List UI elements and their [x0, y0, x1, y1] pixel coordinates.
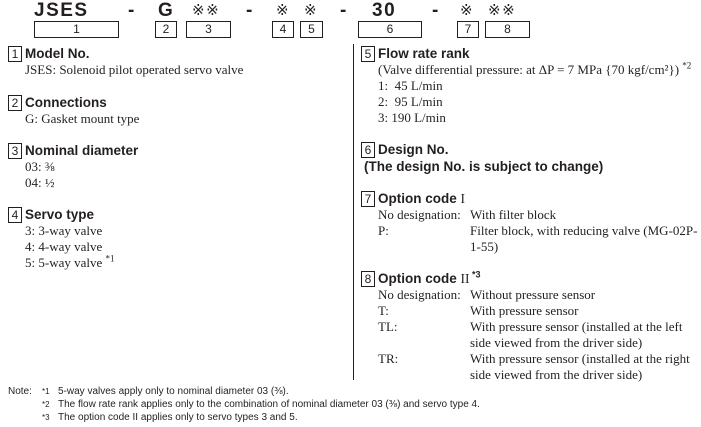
option-key: TR:: [378, 351, 399, 366]
section-number-badge: 1: [8, 45, 22, 62]
code-number-box: 1: [34, 21, 119, 38]
roman-numeral: II: [460, 270, 470, 286]
option-row: T: With pressure sensor: [361, 303, 701, 319]
code-segment-flow-rate: ※: [304, 2, 319, 19]
code-segment-servo-type: ※: [276, 2, 291, 19]
note-mark: *1: [42, 387, 50, 396]
section-number-badge: 7: [361, 190, 375, 207]
section-line-text: 5: 5-way valve: [25, 255, 103, 270]
section-title: Option code I: [378, 191, 465, 207]
note-text: 5-way valves apply only to nominal diame…: [58, 386, 289, 397]
code-number-box: 7: [457, 21, 479, 38]
footnote: Note: *1 5-way valves apply only to nomina…: [8, 385, 480, 398]
note-mark: *2: [42, 400, 50, 409]
code-segment-connections: G: [158, 0, 175, 21]
section-number-badge: 8: [361, 270, 375, 287]
code-number-box: 8: [485, 21, 530, 38]
section-line: JSES: Solenoid pilot operated servo valv…: [25, 62, 244, 77]
option-key: T:: [378, 303, 389, 318]
option-value: Without pressure sensor: [470, 287, 596, 302]
code-dash: -: [128, 0, 135, 21]
footnote: *3 The option code II applies only to ser…: [8, 411, 480, 424]
section-title: Connections: [25, 94, 107, 110]
section-line: 2: 95 L/min: [378, 94, 443, 109]
code-dash: -: [432, 0, 439, 21]
note-label: Note:: [8, 386, 32, 397]
note-mark: *3: [469, 269, 481, 279]
note-mark: *3: [42, 413, 50, 422]
section-line: G: Gasket mount type: [25, 111, 140, 126]
option-key: No designation:: [378, 287, 461, 302]
section-line: 03: ⅜: [25, 159, 55, 174]
section-title-text: Option code: [378, 190, 461, 206]
section-line: 3: 3-way valve: [25, 223, 103, 238]
section-number-badge: 2: [8, 94, 22, 111]
section-title: Option code II *3: [378, 269, 481, 287]
option-value: With pressure sensor (installed at the l…: [470, 319, 683, 350]
option-key: P:: [378, 223, 389, 238]
option-row: P: Filter block, with reducing valve (MG-…: [361, 223, 701, 255]
option-value: Filter block, with reducing valve (MG-02…: [470, 223, 698, 254]
option-row: No designation: With filter block: [361, 207, 701, 223]
code-segment-diameter: ※※: [192, 2, 221, 19]
code-number-box: 6: [358, 21, 422, 38]
section-line: 04: ½: [25, 175, 55, 190]
code-segment-design: 30: [372, 0, 397, 21]
code-segment-option-1: ※: [460, 2, 475, 19]
note-text: The option code II applies only to servo…: [58, 412, 298, 423]
section-number-badge: 5: [361, 45, 375, 62]
section-title: Design No.: [378, 141, 449, 157]
option-row: TL: With pressure sensor (installed at th…: [361, 319, 701, 351]
code-dash: -: [246, 0, 253, 21]
section-number-badge: 3: [8, 142, 22, 159]
code-number-box: 5: [300, 21, 323, 38]
code-segment-option-2: ※※: [488, 2, 517, 19]
option-value: With pressure sensor (installed at the r…: [470, 351, 690, 382]
section-title: Servo type: [25, 206, 95, 222]
footnotes: Note: *1 5-way valves apply only to nomina…: [8, 385, 480, 424]
option-value: With filter block: [470, 207, 557, 222]
option-key: TL:: [378, 319, 398, 334]
section-number-badge: 6: [361, 141, 375, 158]
code-dash: -: [340, 0, 347, 21]
section-line: 1: 45 L/min: [378, 78, 443, 93]
column-divider: [353, 44, 354, 380]
option-key: No designation:: [378, 207, 461, 222]
section-subtitle: (The design No. is subject to change): [364, 159, 604, 174]
option-row: TR: With pressure sensor (installed at th…: [361, 351, 701, 383]
section-title: Model No.: [25, 45, 90, 61]
code-number-box: 2: [155, 21, 177, 38]
section-number-badge: 4: [8, 206, 22, 223]
footnote: *2 The flow rate rank applies only to the…: [8, 398, 480, 411]
code-number-box: 3: [186, 21, 231, 38]
section-line: 4: 4-way valve: [25, 239, 103, 254]
flow-rate-condition-text: (Valve differential pressure: at ΔP = 7 …: [378, 62, 683, 77]
roman-numeral: I: [460, 190, 466, 206]
section-title-text: Option code: [378, 270, 461, 286]
code-segment-model: JSES: [34, 0, 89, 21]
option-row: No designation: Without pressure sensor: [361, 287, 701, 303]
note-text: The flow rate rank applies only to the c…: [58, 399, 480, 410]
section-line: 5: 5-way valve *1: [8, 253, 348, 271]
section-line: 3: 190 L/min: [378, 110, 446, 125]
section-title: Flow rate rank: [378, 45, 470, 61]
section-title: Nominal diameter: [25, 142, 139, 158]
note-mark: *2: [682, 60, 692, 71]
flow-rate-condition: (Valve differential pressure: at ΔP = 7 …: [361, 60, 701, 78]
note-mark: *1: [105, 253, 115, 264]
option-value: With pressure sensor: [470, 303, 579, 318]
code-number-box: 4: [272, 21, 294, 38]
